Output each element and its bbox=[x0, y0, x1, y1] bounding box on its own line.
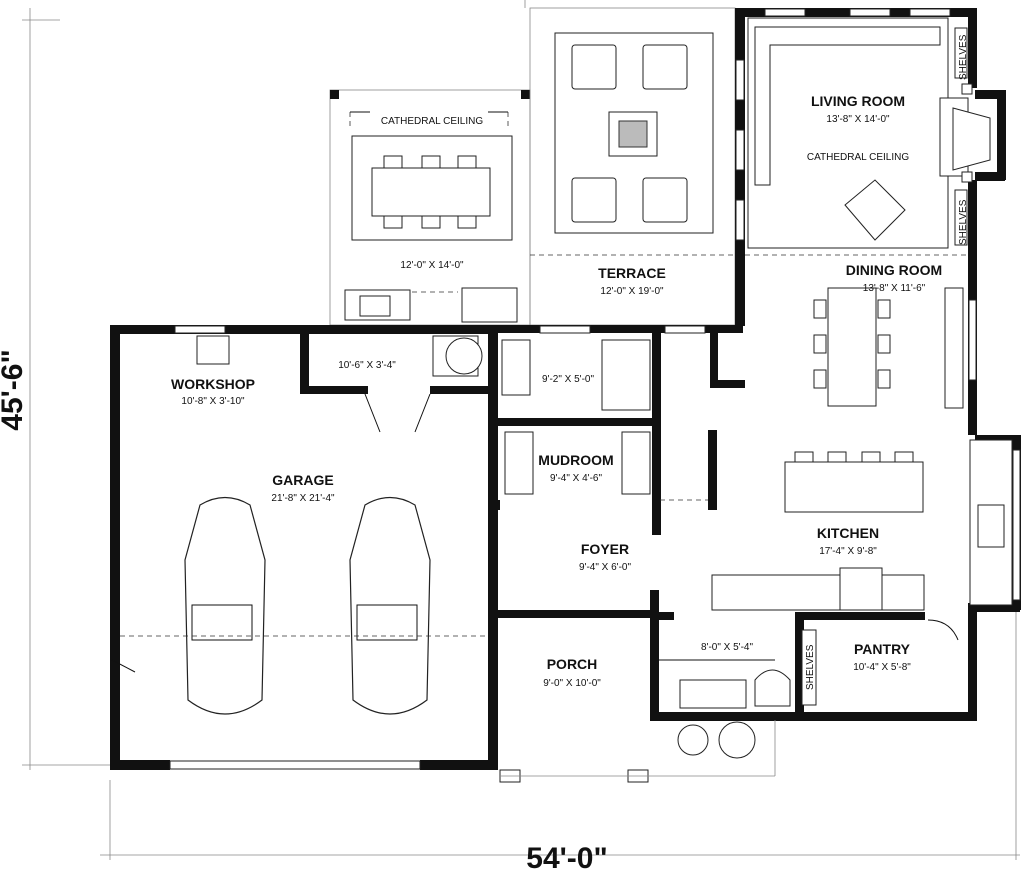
storage-dims: 10'-6" X 3'-4" bbox=[338, 360, 396, 371]
kitchen-dims: 17'-4" X 9'-8" bbox=[819, 546, 877, 557]
dining-furniture bbox=[745, 254, 968, 409]
windows bbox=[169, 8, 1021, 770]
mudroom-dims: 9'-4" X 4'-6" bbox=[550, 473, 603, 484]
workshop-name: WORKSHOP bbox=[171, 376, 255, 392]
terrace-name: TERRACE bbox=[598, 265, 666, 281]
overall-depth-dimension: 45'-6" bbox=[0, 349, 29, 430]
mudroom-name: MUDROOM bbox=[538, 452, 613, 468]
terrace-dims: 12'-0" X 19'-0" bbox=[600, 286, 664, 297]
living-room-furniture bbox=[747, 17, 991, 249]
kitchen-name: KITCHEN bbox=[817, 525, 879, 541]
porch-dims: 9'-0" X 10'-0" bbox=[543, 678, 601, 689]
garage-name: GARAGE bbox=[272, 472, 333, 488]
dimension-lines bbox=[22, 0, 1020, 860]
foyer-name: FOYER bbox=[581, 541, 629, 557]
terrace bbox=[529, 7, 736, 326]
living-room-note: CATHEDRAL CEILING bbox=[807, 152, 909, 163]
garage-cars bbox=[120, 335, 488, 715]
kitchen-furniture bbox=[660, 439, 1013, 611]
garage-dims: 21'-8" X 21'-4" bbox=[271, 493, 335, 504]
shelves-label-mid: SHELVES bbox=[958, 199, 969, 245]
foyer-dims: 9'-4" X 6'-0" bbox=[579, 562, 632, 573]
laundry-dims: 9'-2" X 5'-0" bbox=[542, 374, 595, 385]
workshop-dims: 10'-8" X 3'-10" bbox=[181, 396, 245, 407]
covered-terrace bbox=[329, 89, 531, 326]
room-labels: LIVING ROOM 13'-8" X 14'-0" CATHEDRAL CE… bbox=[171, 34, 969, 690]
shelves-label-top: SHELVES bbox=[958, 34, 969, 80]
pantry-dims: 10'-4" X 5'-8" bbox=[853, 662, 911, 673]
living-room-name: LIVING ROOM bbox=[811, 93, 905, 109]
shelves-label-pantry: SHELVES bbox=[805, 644, 816, 690]
misc-furniture bbox=[111, 335, 959, 783]
pantry-name: PANTRY bbox=[854, 641, 911, 657]
dining-room-name: DINING ROOM bbox=[846, 262, 942, 278]
dining-room-dims: 13'-8" X 11'-6" bbox=[863, 283, 926, 294]
covered-terrace-dims: 12'-0" X 14'-0" bbox=[400, 260, 464, 271]
living-room-dims: 13'-8" X 14'-0" bbox=[826, 114, 890, 125]
overall-width-dimension: 54'-0" bbox=[526, 842, 607, 875]
covered-terrace-note: CATHEDRAL CEILING bbox=[381, 116, 483, 127]
bathroom-dims: 8'-0" X 5'-4" bbox=[701, 642, 754, 653]
porch-name: PORCH bbox=[547, 656, 598, 672]
